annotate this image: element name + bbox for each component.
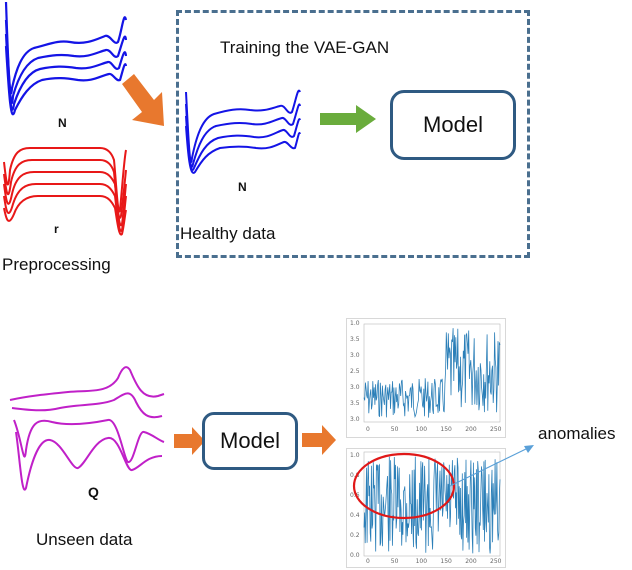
plot-top-y-tick: 3.0	[350, 384, 360, 391]
plot-bottom-y-tick: 0.4	[350, 512, 360, 519]
plot-top-x-tick: 150	[440, 426, 452, 433]
plot-bottom-x-tick: 50	[390, 558, 399, 565]
caption-healthy-data: Healthy data	[180, 224, 276, 243]
plot-bottom-x-tick: 100	[415, 558, 428, 565]
caption-anomalies: anomalies	[538, 424, 616, 443]
plot-top-series	[363, 328, 501, 419]
plot-top-y-tick: 1.0	[350, 320, 360, 327]
plot-top-x-tick: 200	[465, 426, 477, 433]
plot-top-y-tick: 3.5	[350, 400, 360, 407]
plot-top-x-tick: 250	[490, 426, 502, 433]
orange-arrow-to-plots	[302, 425, 336, 455]
plot-bottom-x-tick: 200	[465, 558, 477, 565]
plot-top-y-tick: 3.5	[350, 336, 360, 343]
orange-arrow-to-model	[174, 427, 205, 455]
reconstruction-plot-top	[346, 318, 506, 438]
caption-preprocessing: Preprocessing	[2, 255, 111, 274]
training-title: Training the VAE-GAN	[220, 38, 390, 57]
preprocessed-n-waveforms	[4, 1, 128, 116]
label-healthy-n: N	[238, 180, 247, 194]
healthy-n-waveforms	[185, 89, 301, 174]
plot-bottom-x-tick: 0	[366, 558, 370, 565]
unseen-q-waveforms	[9, 366, 165, 491]
plot-bottom-x-tick: 250	[490, 558, 502, 565]
plot-top-x-tick: 100	[415, 426, 428, 433]
plot-bottom-series	[363, 456, 501, 554]
preprocessed-r-waveforms	[3, 147, 127, 236]
plot-bottom-y-tick: 1.0	[350, 452, 360, 459]
plot-bottom-y-tick: 0.2	[350, 532, 360, 539]
plot-top-y-tick: 3.0	[350, 352, 360, 359]
caption-unseen-data: Unseen data	[36, 530, 133, 549]
plot-top-x-tick: 0	[366, 426, 370, 433]
label-preprocessed-n: N	[58, 116, 67, 130]
model-box-top: Model	[390, 90, 516, 160]
plot-bottom-y-tick: 0.8	[350, 472, 360, 479]
label-preprocessed-r: r	[54, 222, 59, 236]
anomaly-ellipse	[352, 452, 456, 520]
plot-bottom-x-tick: 150	[440, 558, 452, 565]
orange-arrow-to-training	[122, 74, 164, 126]
plot-top-y-tick: 3.0	[350, 416, 360, 423]
green-arrow-to-model	[320, 105, 376, 133]
anomalies-pointer-arrow	[449, 445, 534, 487]
model-box-bottom-label: Model	[220, 428, 280, 453]
training-region	[176, 10, 530, 258]
model-box-top-label: Model	[423, 112, 483, 137]
label-unseen-q: Q	[88, 484, 99, 500]
plot-bottom-y-tick: 0.0	[350, 552, 360, 559]
model-box-bottom: Model	[202, 412, 298, 470]
plot-bottom-y-tick: 0.6	[350, 492, 360, 499]
plot-top-x-tick: 50	[390, 426, 399, 433]
plot-top-y-tick: 2.5	[350, 368, 360, 375]
